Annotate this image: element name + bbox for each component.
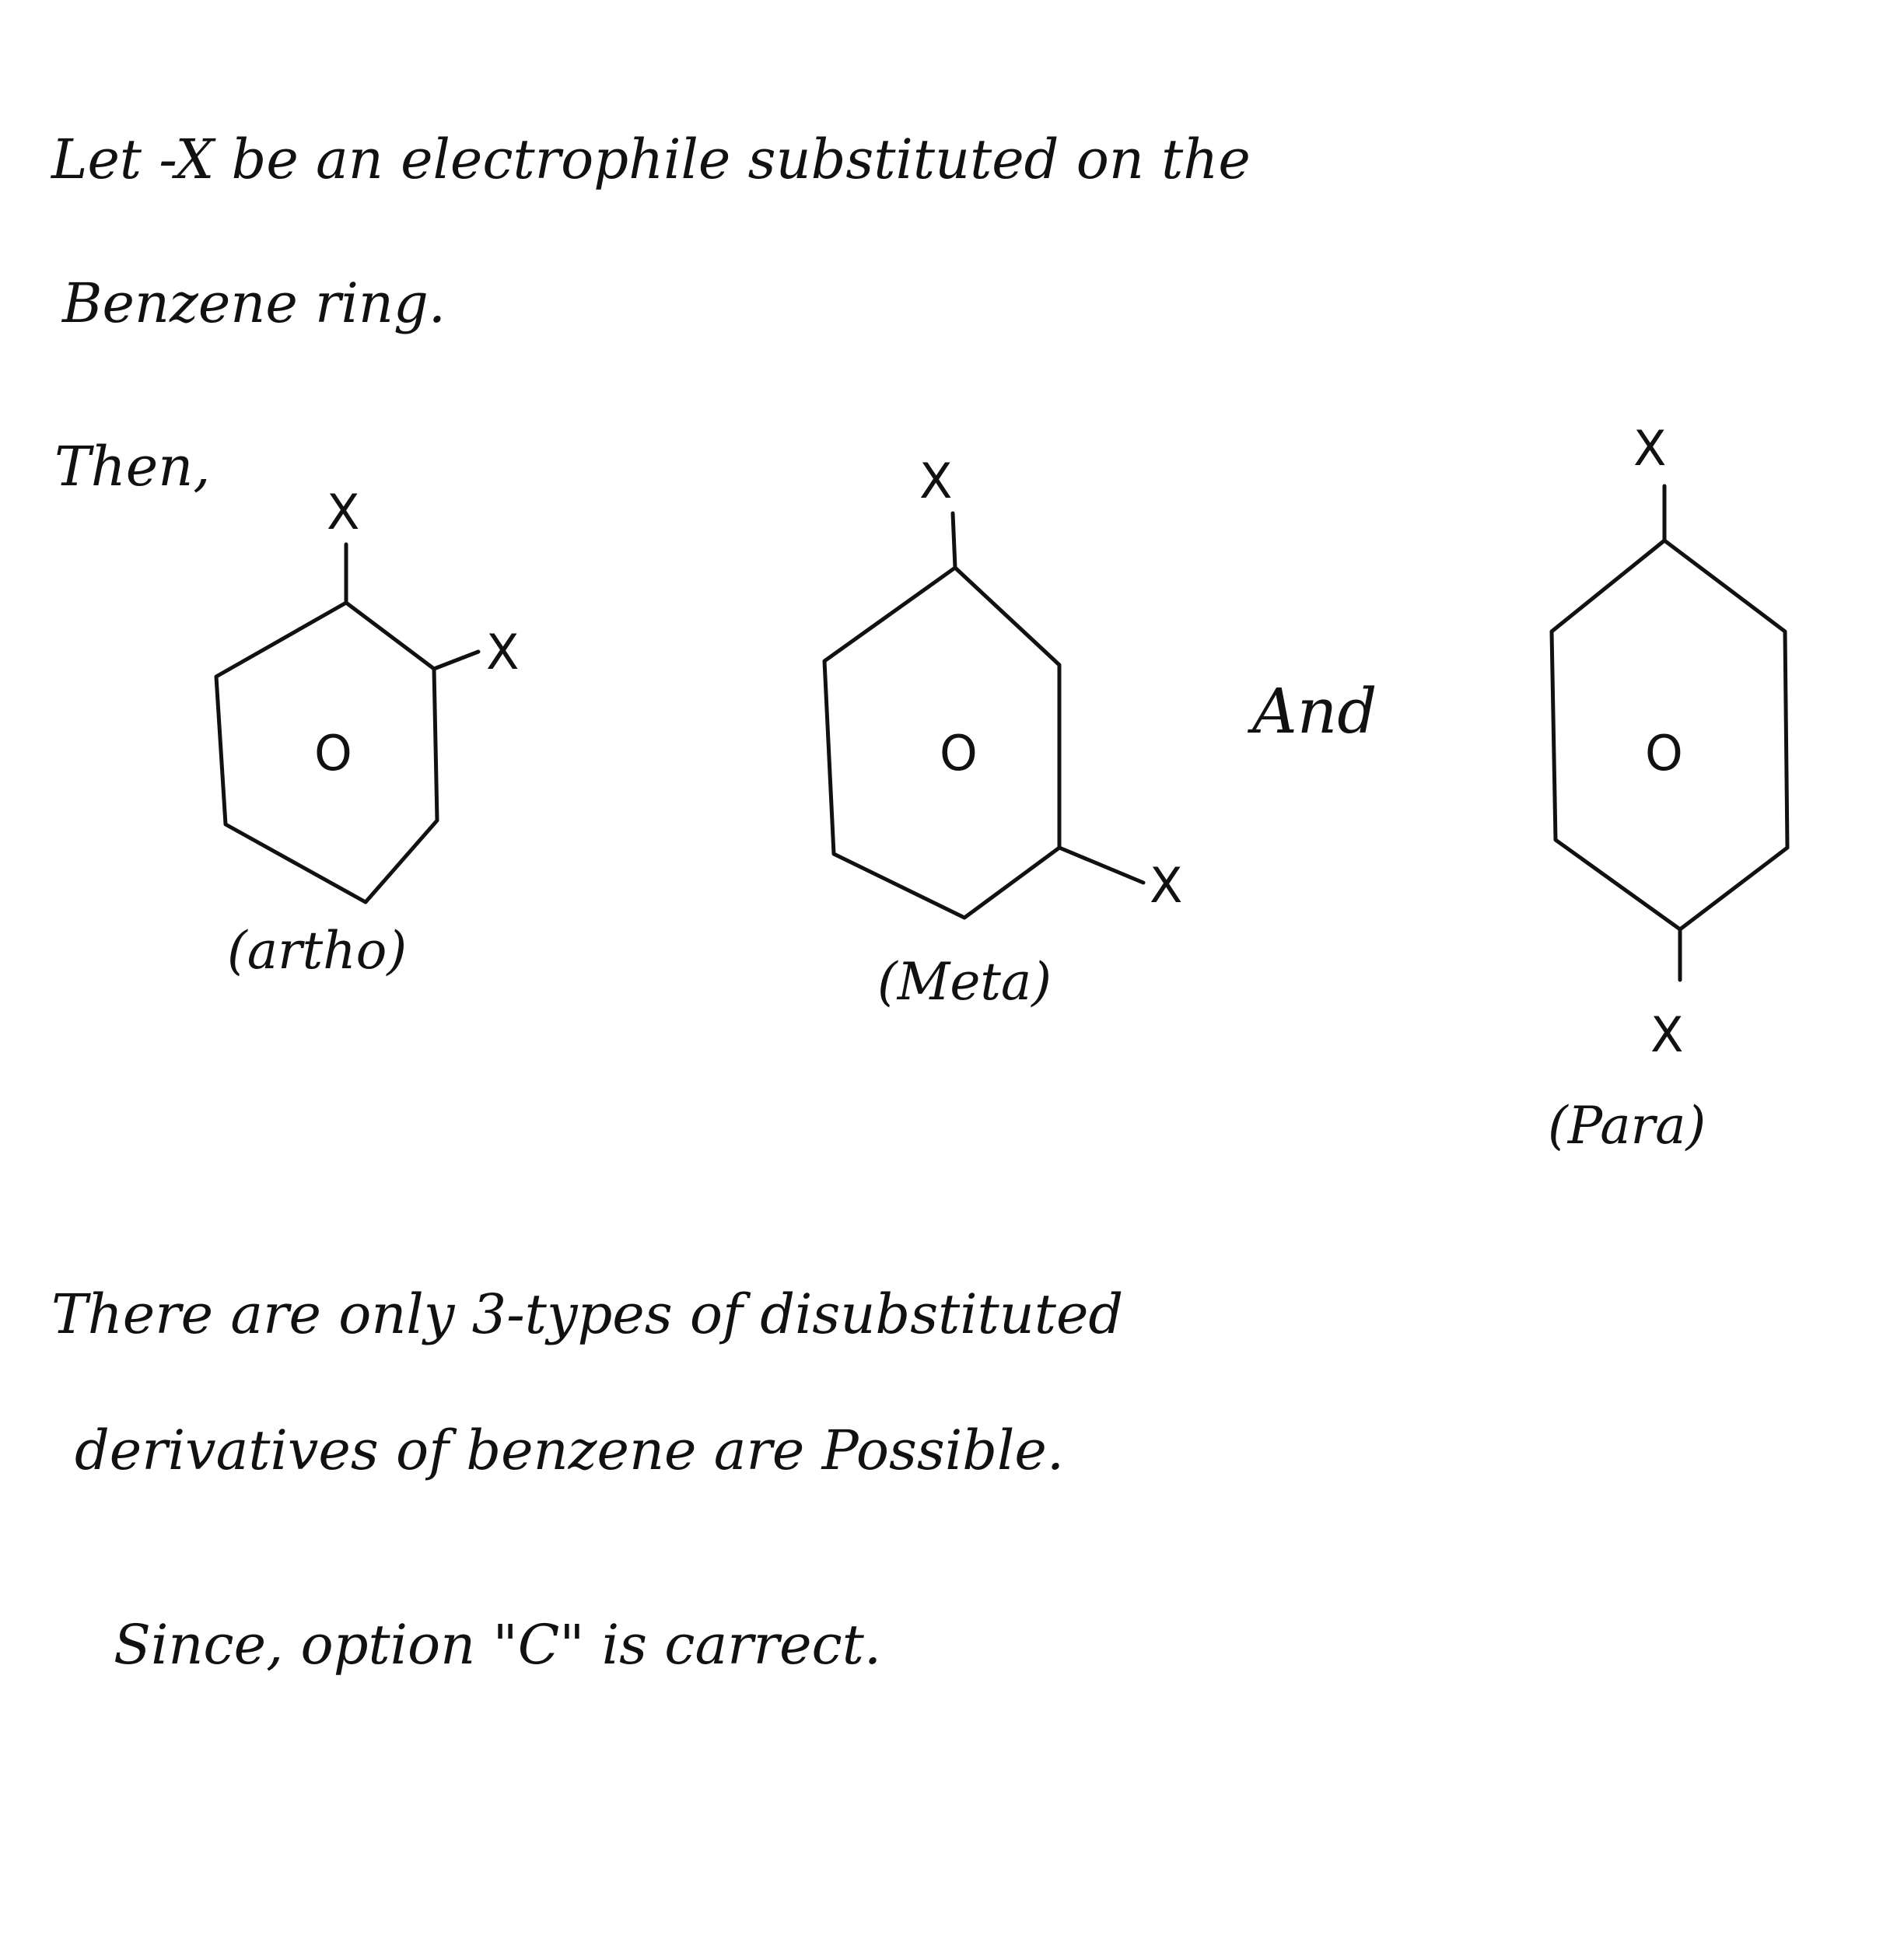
para-substituent-1: X	[1633, 420, 1666, 477]
and-label: And	[1252, 675, 1377, 747]
meta-ring-mark: O	[940, 725, 978, 782]
text-line-answer: Since, option "C" is carrect.	[114, 1613, 882, 1677]
para-caption: (Para)	[1548, 1096, 1706, 1156]
text-line-benzene-ring: Benzene ring.	[62, 271, 446, 335]
text-line-then: Then,	[54, 435, 211, 498]
text-line-intro: Let -X be an electrophile substituted on…	[51, 128, 1251, 191]
meta-substituent-1: X	[919, 453, 952, 509]
text-line-conclusion-2: derivatives of benzene are Possible.	[75, 1419, 1065, 1482]
meta-caption: (Meta)	[877, 952, 1052, 1012]
ortho-substituent-1: X	[327, 484, 359, 540]
para-ring-mark: O	[1645, 725, 1683, 782]
ortho-ring-mark: O	[314, 725, 352, 782]
ortho-substituent-2: X	[486, 624, 519, 680]
ortho-caption: (artho)	[227, 921, 408, 981]
meta-substituent-2: X	[1150, 857, 1182, 914]
meta-benzene-ring	[822, 565, 1062, 920]
para-substituent-2: X	[1650, 1006, 1683, 1063]
meta-bond-2	[1057, 845, 1146, 885]
ortho-bond-2	[432, 649, 481, 671]
meta-bond-1	[950, 511, 957, 570]
text-line-conclusion-1: There are only 3-types of disubstituted	[51, 1282, 1124, 1346]
